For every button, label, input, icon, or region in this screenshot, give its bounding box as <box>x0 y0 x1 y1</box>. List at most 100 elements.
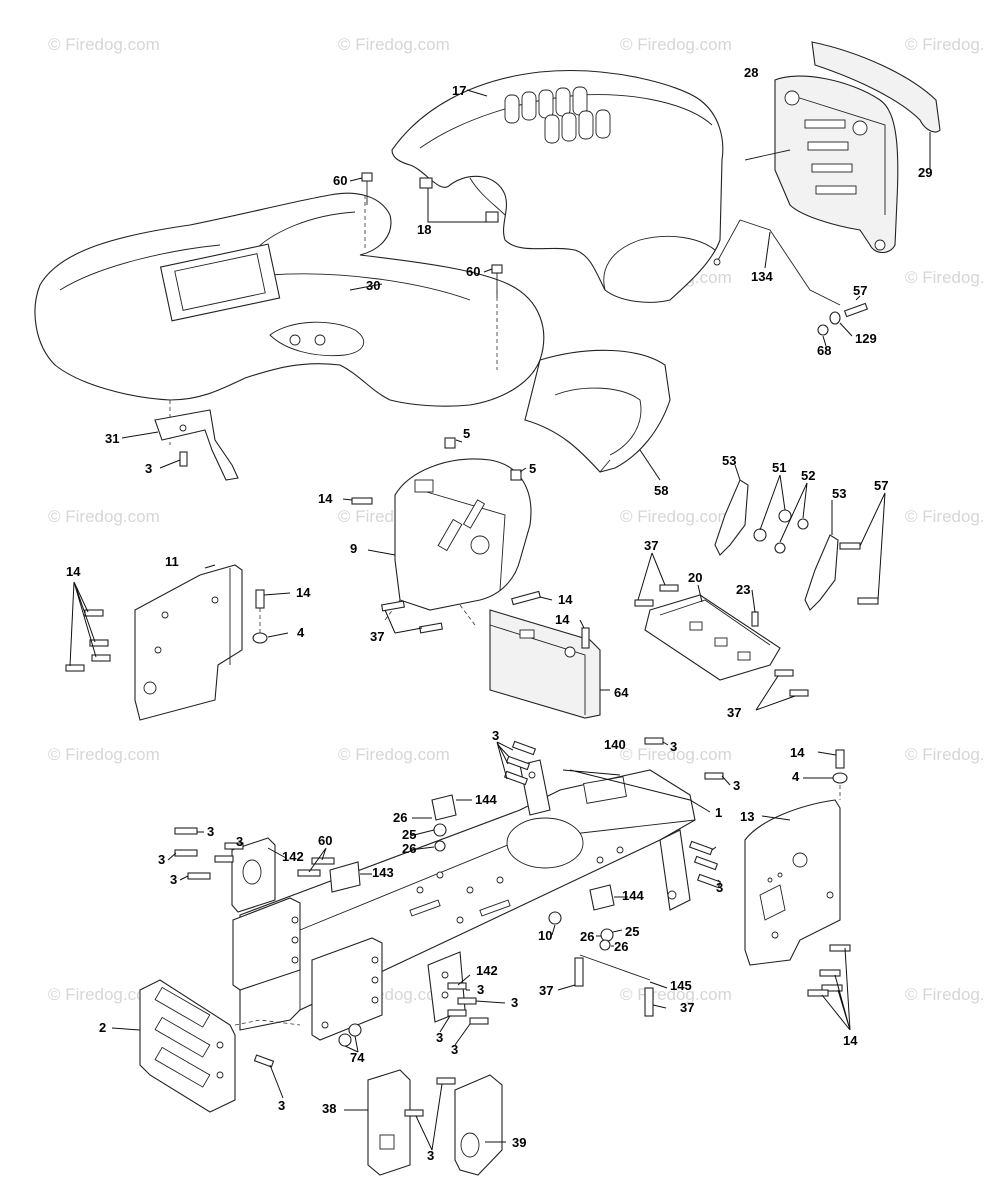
callout-label: 64 <box>614 685 629 700</box>
bracket-part <box>431 794 472 821</box>
bolt-cluster <box>404 1077 456 1151</box>
callout-label: 5 <box>529 461 536 476</box>
callout-label: 3 <box>170 872 177 887</box>
watermark: © Firedog.com <box>48 507 160 526</box>
callout-label: 3 <box>158 852 165 867</box>
callout-label: 3 <box>511 995 518 1010</box>
frame-plate-part <box>311 937 383 1041</box>
callout-label: 23 <box>736 582 750 597</box>
callout-label: 39 <box>512 1135 526 1150</box>
hood-decal <box>419 177 433 189</box>
callout-label: 3 <box>492 728 499 743</box>
grille-part <box>744 75 899 254</box>
callout-label: 3 <box>436 1030 443 1045</box>
callout-label: 31 <box>105 431 119 446</box>
callout-label: 37 <box>539 983 553 998</box>
callout-label: 17 <box>452 83 466 98</box>
callout-label: 4 <box>297 625 305 640</box>
callout-label: 129 <box>855 331 877 346</box>
side-panel-part <box>744 749 851 1031</box>
axle-bracket-part <box>231 837 287 913</box>
hardware-group <box>409 817 623 951</box>
tie-rod-part <box>579 954 668 989</box>
callout-label: 26 <box>393 810 407 825</box>
callout-label: 37 <box>680 1000 694 1015</box>
pedal-plate-part <box>804 500 839 611</box>
callout-label: 3 <box>278 1098 285 1113</box>
callout-label: 57 <box>853 283 867 298</box>
callout-label: 3 <box>477 982 484 997</box>
callout-label: 57 <box>874 478 888 493</box>
callout-label: 25 <box>402 827 416 842</box>
callout-label: 3 <box>670 739 677 754</box>
screw-part <box>511 590 553 606</box>
bracket-part <box>589 884 628 911</box>
callout-label: 37 <box>644 538 658 553</box>
frame-plate-part <box>232 897 301 991</box>
callout-label: 3 <box>207 824 214 839</box>
callout-label: 144 <box>622 888 644 903</box>
callout-label: 18 <box>417 222 431 237</box>
callout-label: 26 <box>580 929 594 944</box>
watermark: © Firedog.com <box>48 35 160 54</box>
watermark: © Firedog.com <box>905 507 985 526</box>
callout-label: 3 <box>716 880 723 895</box>
watermark: © Firedog.com <box>905 985 985 1004</box>
callout-label: 28 <box>744 65 758 80</box>
bracket-part <box>454 1074 506 1176</box>
callout-label: 53 <box>722 453 736 468</box>
bolt-part <box>483 264 503 298</box>
screw-part <box>342 497 373 505</box>
watermark: © Firedog.com <box>620 745 732 764</box>
callout-label: 3 <box>236 834 243 849</box>
callout-label: 9 <box>350 541 357 556</box>
dash-panel-part <box>367 437 532 626</box>
bracket-part <box>344 1069 411 1176</box>
callout-label: 3 <box>145 461 152 476</box>
bumper-part <box>811 41 941 168</box>
bolt-part <box>349 172 373 205</box>
callout-label: 134 <box>751 269 773 284</box>
callout-label: 74 <box>350 1050 365 1065</box>
callout-label: 51 <box>772 460 786 475</box>
callout-label: 38 <box>322 1101 336 1116</box>
callout-label: 53 <box>832 486 846 501</box>
callout-label: 60 <box>466 264 480 279</box>
watermark: © Firedog.com <box>620 507 732 526</box>
callout-label: 143 <box>372 865 394 880</box>
pedal-plate-part <box>714 464 749 556</box>
pedal-bracket-part <box>634 552 809 711</box>
fender-deck-part <box>34 192 545 445</box>
callout-label: 3 <box>451 1042 458 1057</box>
hardware-group <box>817 295 869 347</box>
watermark: © Firedog.com <box>905 35 985 54</box>
bracket-part <box>329 861 372 893</box>
callout-label: 4 <box>792 769 800 784</box>
seat-bracket-part <box>121 409 239 481</box>
callout-label: 13 <box>740 809 754 824</box>
watermark: © Firedog.com <box>905 268 985 287</box>
callout-label: 14 <box>66 564 81 579</box>
hood-grille <box>504 86 611 144</box>
callout-label: 58 <box>654 483 668 498</box>
watermark: © Firedog.com <box>48 745 160 764</box>
callout-label: 14 <box>843 1033 858 1048</box>
watermark: © Firedog.com <box>620 35 732 54</box>
console-bracket-part <box>489 609 610 719</box>
bolt-part <box>557 957 667 1017</box>
hardware-group <box>753 474 886 605</box>
callout-label: 3 <box>427 1148 434 1163</box>
watermark: © Firedog.com <box>338 35 450 54</box>
front-plate-part <box>111 979 301 1113</box>
callout-label: 140 <box>604 737 626 752</box>
hood-decal <box>485 211 499 223</box>
callout-label: 10 <box>538 928 552 943</box>
watermark: © Firedog.com <box>48 985 160 1004</box>
screw-part <box>159 451 188 469</box>
frame-plate-part <box>427 951 466 1023</box>
callout-label: 25 <box>625 924 639 939</box>
callout-label: 60 <box>333 173 347 188</box>
callout-label: 26 <box>614 939 628 954</box>
callout-label: 30 <box>366 278 380 293</box>
callout-label: 5 <box>463 426 470 441</box>
